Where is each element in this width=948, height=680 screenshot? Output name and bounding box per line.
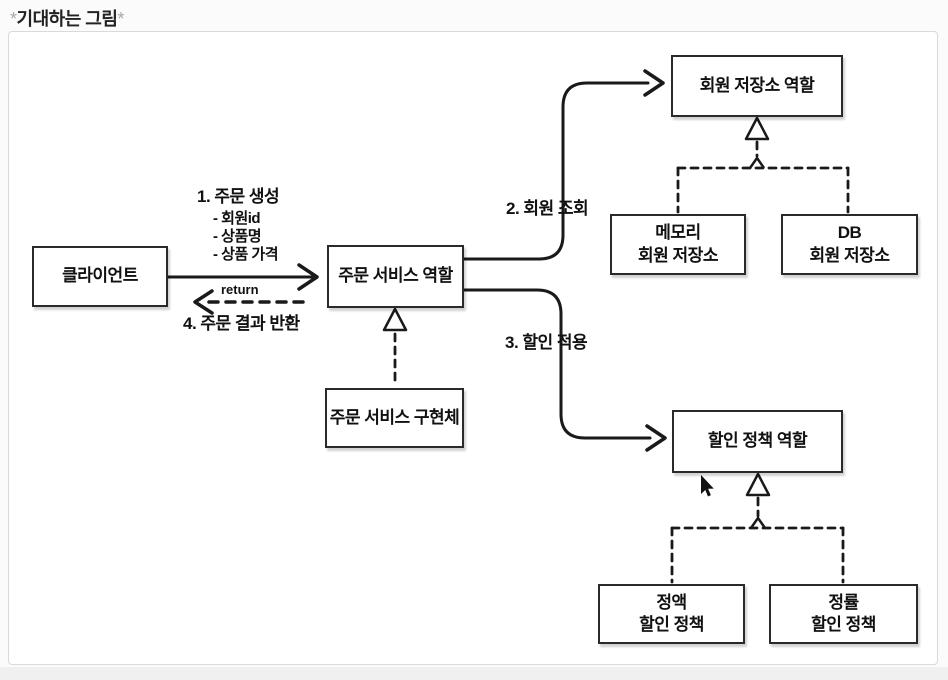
box-fixed-discount-policy: 정액 할인 정책 — [598, 584, 745, 644]
title-asterisk-right: * — [117, 9, 124, 29]
diagram-panel — [8, 31, 938, 665]
label-step1-member-id: - 회원id — [213, 210, 261, 227]
box-client: 클라이언트 — [32, 246, 168, 307]
box-discount-policy-role: 할인 정책 역할 — [672, 410, 843, 473]
label-step2-member-lookup: 2. 회원 조회 — [506, 199, 589, 218]
label-step1-order-create: 1. 주문 생성 — [197, 187, 280, 206]
label-step3-discount-apply: 3. 할인 적용 — [505, 333, 588, 352]
title-text: 기대하는 그림 — [16, 9, 118, 29]
label-step1-product-price: - 상품 가격 — [213, 246, 279, 263]
label-return: return — [221, 282, 259, 297]
page-background-strip — [0, 667, 948, 680]
label-step4-order-result: 4. 주문 결과 반환 — [183, 314, 300, 333]
box-memory-member-repository: 메모리 회원 저장소 — [610, 214, 746, 275]
box-order-service-impl: 주문 서비스 구현체 — [325, 388, 464, 448]
page-title: *기대하는 그림* — [10, 5, 124, 31]
box-order-service-role: 주문 서비스 역할 — [327, 245, 464, 308]
box-rate-discount-policy: 정률 할인 정책 — [769, 584, 918, 644]
box-member-repository-role: 회원 저장소 역할 — [671, 55, 843, 117]
label-step1-product-name: - 상품명 — [213, 228, 262, 245]
title-asterisk-left: * — [10, 9, 17, 29]
box-db-member-repository: DB 회원 저장소 — [781, 214, 918, 275]
